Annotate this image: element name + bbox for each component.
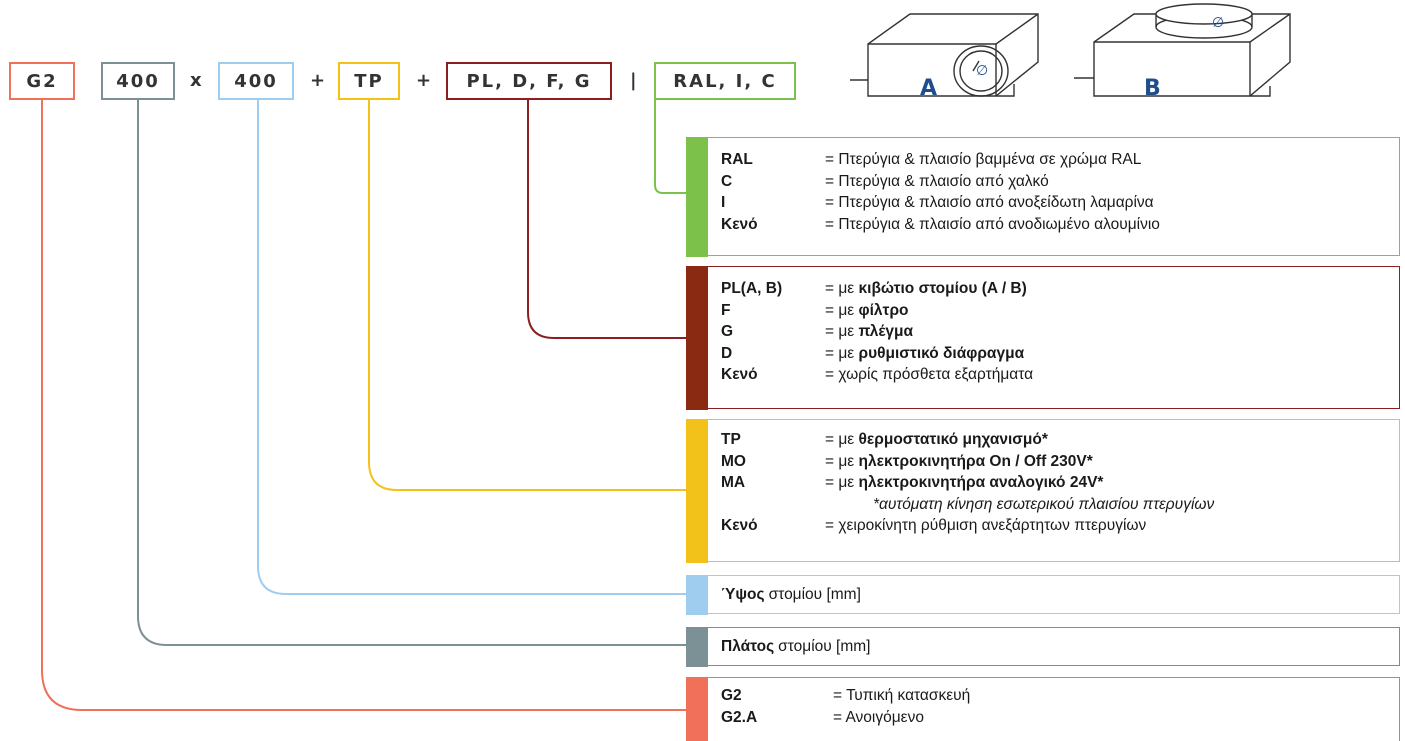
legend-row: G= με πλέγμα xyxy=(721,321,1393,343)
box-side-outlet-icon xyxy=(848,0,1058,110)
legend-row: Κενό= χειροκίνητη ρύθμιση ανεξάρτητων πτ… xyxy=(721,515,1393,537)
code-access: PL, D, F, G xyxy=(446,62,612,100)
box-a-illustration: A ∅ xyxy=(848,0,1058,110)
legend-finish: RAL= Πτερύγια & πλαισίο βαμμένα σε χρώμα… xyxy=(686,137,1400,256)
legend-row: F= με φίλτρο xyxy=(721,300,1393,322)
code-width: 400 xyxy=(101,62,175,100)
code-finish: RAL, I, C xyxy=(654,62,796,100)
connector-height xyxy=(258,100,686,594)
box-top-outlet-icon xyxy=(1072,0,1302,110)
box-b-illustration: B ∅ xyxy=(1072,0,1302,110)
legend-access: PL(A, B)= με κιβώτιο στομίου (A / B) F= … xyxy=(686,266,1400,409)
code-g2: G2 xyxy=(9,62,75,100)
legend-height-bold: Ύψος xyxy=(721,586,765,604)
legend-row: C= Πτερύγια & πλαισίο από χαλκό xyxy=(721,171,1393,193)
legend-note: *αυτόματη κίνηση εσωτερικού πλαισίου πτε… xyxy=(721,494,1393,516)
legend-row: Κενό= Πτερύγια & πλαισίο από ανοδιωμένο … xyxy=(721,214,1393,236)
box-b-diameter: ∅ xyxy=(1212,14,1224,31)
legend-width-bar xyxy=(686,627,708,667)
legend-row: G2= Τυπική κατασκευή xyxy=(721,685,1393,707)
legend-g2-bar xyxy=(686,677,708,741)
legend-row: I= Πτερύγια & πλαισίο από ανοξείδωτη λαμ… xyxy=(721,192,1393,214)
legend-finish-bar xyxy=(686,137,708,257)
legend-mech: TP= με θερμοστατικό μηχανισμό* MO= με ηλ… xyxy=(686,419,1400,562)
legend-row: Κενό= χωρίς πρόσθετα εξαρτήματα xyxy=(721,364,1393,386)
legend-row: RAL= Πτερύγια & πλαισίο βαμμένα σε χρώμα… xyxy=(721,149,1393,171)
legend-row: TP= με θερμοστατικό μηχανισμό* xyxy=(721,429,1393,451)
legend-access-bar xyxy=(686,266,708,410)
legend-mech-bar xyxy=(686,419,708,563)
legend-row: D= με ρυθμιστικό διάφραγμα xyxy=(721,343,1393,365)
legend-row: PL(A, B)= με κιβώτιο στομίου (A / B) xyxy=(721,278,1393,300)
code-plus-2: + xyxy=(416,70,431,91)
box-b-letter: B xyxy=(1144,76,1161,101)
connector-width xyxy=(138,100,686,645)
legend-row: MO= με ηλεκτροκινητήρα On / Off 230V* xyxy=(721,451,1393,473)
code-times: x xyxy=(190,70,202,91)
code-pipe: | xyxy=(630,70,637,91)
legend-height-bar xyxy=(686,575,708,615)
code-mech: TP xyxy=(338,62,400,100)
legend-g2: G2= Τυπική κατασκευή G2.A= Ανοιγόμενο xyxy=(686,677,1400,741)
legend-width-rest: στομίου [mm] xyxy=(778,638,870,656)
connector-finish xyxy=(655,100,686,193)
connector-access xyxy=(528,100,686,338)
box-a-letter: A xyxy=(920,76,937,101)
box-a-diameter: ∅ xyxy=(976,62,988,79)
code-height: 400 xyxy=(218,62,294,100)
legend-height-rest: στομίου [mm] xyxy=(769,586,861,604)
legend-row: MA= με ηλεκτροκινητήρα αναλογικό 24V* xyxy=(721,472,1393,494)
legend-row: G2.A= Ανοιγόμενο xyxy=(721,707,1393,729)
code-plus-1: + xyxy=(310,70,325,91)
legend-width-bold: Πλάτος xyxy=(721,638,774,656)
